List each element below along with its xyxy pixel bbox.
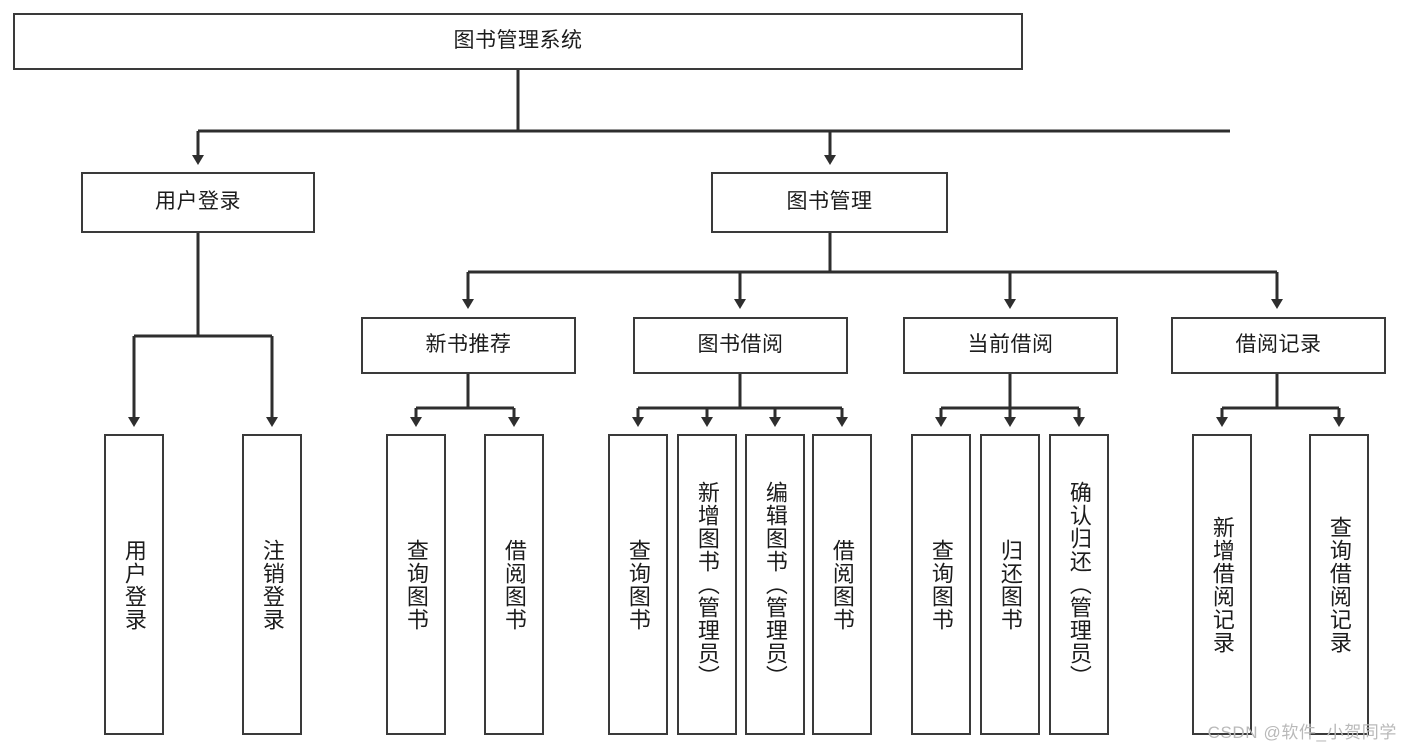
leaf-current-return[interactable]: 归还图书	[980, 434, 1040, 735]
leaf-record-add-label: 新增借阅记录	[1209, 515, 1235, 654]
node-book-borrow-label: 图书借阅	[697, 333, 784, 357]
leaf-user-login-label: 用户登录	[121, 538, 147, 631]
node-book-manage-label: 图书管理	[786, 190, 873, 214]
leaf-borrow-add-book-admin[interactable]: 新增图书（管理员）	[677, 434, 737, 735]
leaf-borrow-book-label: 借阅图书	[829, 538, 855, 631]
leaf-new-book-query[interactable]: 查询图书	[386, 434, 446, 735]
leaf-user-login[interactable]: 用户登录	[104, 434, 164, 735]
leaf-new-book-query-label: 查询图书	[403, 538, 429, 631]
leaf-current-confirm-return-admin-label: 确认归还（管理员）	[1066, 481, 1092, 688]
node-borrow-record[interactable]: 借阅记录	[1171, 317, 1386, 374]
leaf-record-query[interactable]: 查询借阅记录	[1309, 434, 1369, 735]
leaf-current-query[interactable]: 查询图书	[911, 434, 971, 735]
node-book-manage[interactable]: 图书管理	[711, 172, 948, 233]
node-user-login-label: 用户登录	[155, 190, 241, 214]
node-root[interactable]: 图书管理系统	[13, 13, 1023, 70]
leaf-logout[interactable]: 注销登录	[242, 434, 302, 735]
leaf-record-query-label: 查询借阅记录	[1326, 515, 1352, 654]
leaf-current-query-label: 查询图书	[928, 538, 954, 631]
leaf-borrow-edit-book-admin[interactable]: 编辑图书（管理员）	[745, 434, 805, 735]
node-borrow-record-label: 借阅记录	[1235, 333, 1322, 357]
node-book-borrow[interactable]: 图书借阅	[633, 317, 848, 374]
node-current-borrow-label: 当前借阅	[967, 333, 1054, 357]
leaf-borrow-query-label: 查询图书	[625, 538, 651, 631]
leaf-borrow-book[interactable]: 借阅图书	[812, 434, 872, 735]
leaf-new-book-borrow[interactable]: 借阅图书	[484, 434, 544, 735]
node-user-login[interactable]: 用户登录	[81, 172, 315, 233]
leaf-borrow-query[interactable]: 查询图书	[608, 434, 668, 735]
node-new-book-recommend-label: 新书推荐	[425, 333, 512, 357]
leaf-record-add[interactable]: 新增借阅记录	[1192, 434, 1252, 735]
leaf-borrow-add-book-admin-label: 新增图书（管理员）	[694, 481, 720, 688]
watermark-text: CSDN @软件_小贺同学	[1207, 723, 1397, 742]
node-current-borrow[interactable]: 当前借阅	[903, 317, 1118, 374]
leaf-current-return-label: 归还图书	[997, 538, 1023, 631]
leaf-borrow-edit-book-admin-label: 编辑图书（管理员）	[762, 481, 788, 688]
leaf-logout-label: 注销登录	[259, 538, 285, 631]
leaf-current-confirm-return-admin[interactable]: 确认归还（管理员）	[1049, 434, 1109, 735]
leaf-new-book-borrow-label: 借阅图书	[501, 538, 527, 631]
node-root-label: 图书管理系统	[453, 29, 583, 53]
node-new-book-recommend[interactable]: 新书推荐	[361, 317, 576, 374]
